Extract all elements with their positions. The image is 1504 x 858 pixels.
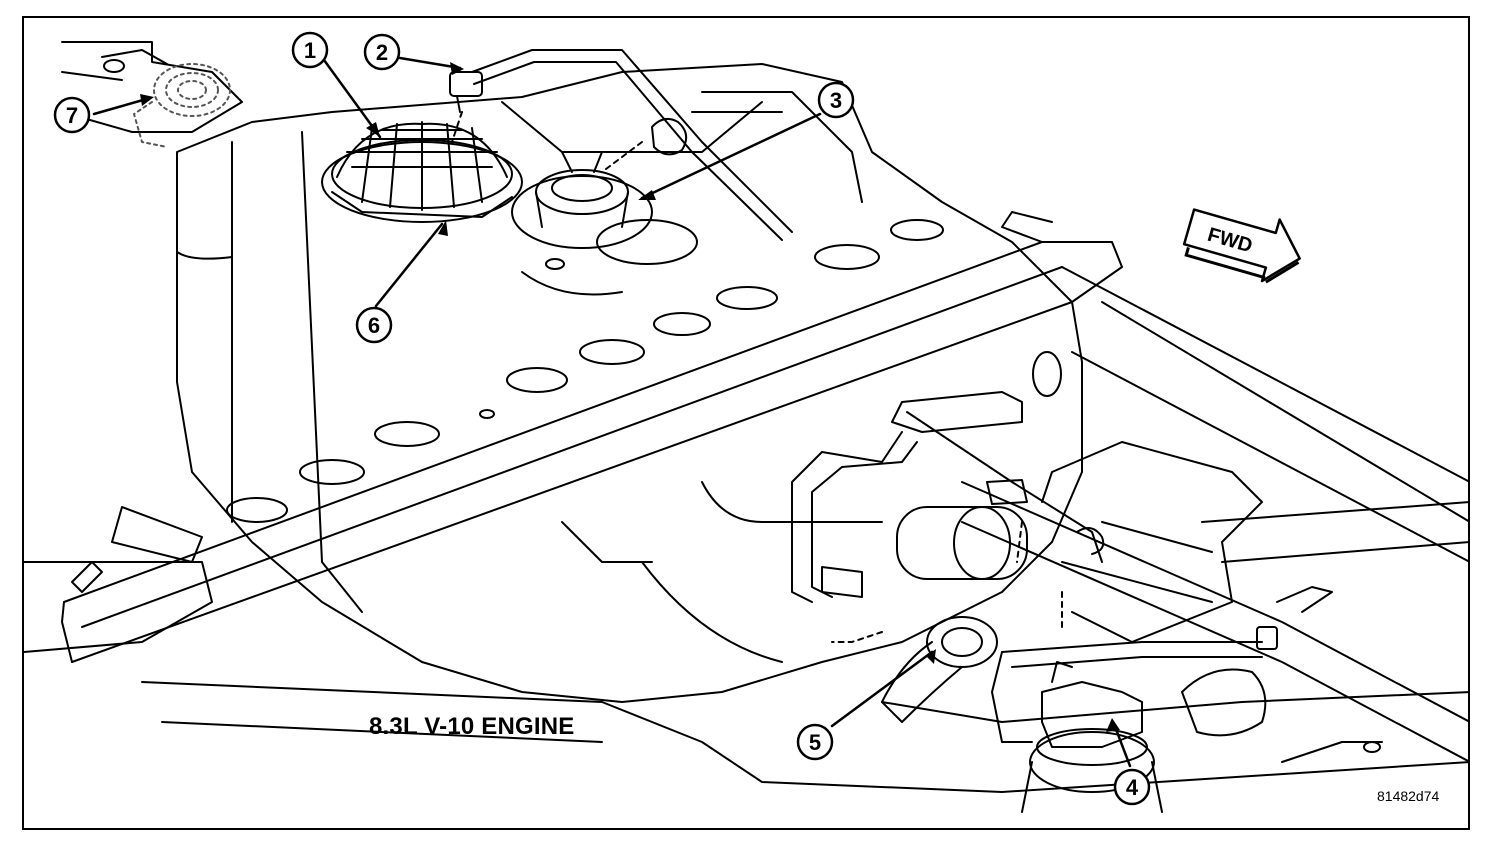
fuel-tank (176, 63, 1083, 703)
callout-6-number: 6 (368, 313, 380, 338)
diagram-frame: 1 2 3 4 5 6 7 FWD 8.3L V-10 ENGINE 81482… (22, 16, 1470, 830)
fuel-filter-assembly (791, 351, 1383, 813)
fuel-pump-module (321, 121, 523, 223)
callout-2: 2 (363, 33, 401, 71)
cross-member (61, 211, 1123, 663)
frame-rail (961, 266, 1468, 763)
callout-7-number: 7 (66, 103, 78, 128)
phantom-component-outline (133, 63, 231, 148)
engine-label: 8.3L V-10 ENGINE (369, 713, 575, 740)
lock-ring-assembly (511, 151, 698, 265)
callout-7: 7 (53, 96, 91, 134)
callout-4-number: 4 (1126, 775, 1139, 800)
underbody-panels (24, 501, 1468, 793)
figure-id: 81482d74 (1377, 788, 1440, 804)
callout-5: 5 (796, 723, 834, 761)
forward-direction-arrow: FWD (1182, 208, 1301, 284)
body-panel-outline (61, 41, 243, 133)
callout-5-number: 5 (809, 730, 821, 755)
callout-4: 4 (1113, 768, 1151, 806)
callout-3-number: 3 (830, 88, 842, 113)
callout-6: 6 (355, 306, 393, 344)
leader-arrowheads (140, 62, 1120, 732)
leader-lines (92, 56, 1132, 768)
callout-1: 1 (291, 31, 329, 69)
callout-2-number: 2 (376, 40, 388, 65)
callout-1-number: 1 (304, 38, 316, 63)
callout-3: 3 (817, 81, 855, 119)
fuel-supply-line (449, 49, 863, 241)
fuel-tank-illustration: 1 2 3 4 5 6 7 FWD (24, 31, 1468, 813)
